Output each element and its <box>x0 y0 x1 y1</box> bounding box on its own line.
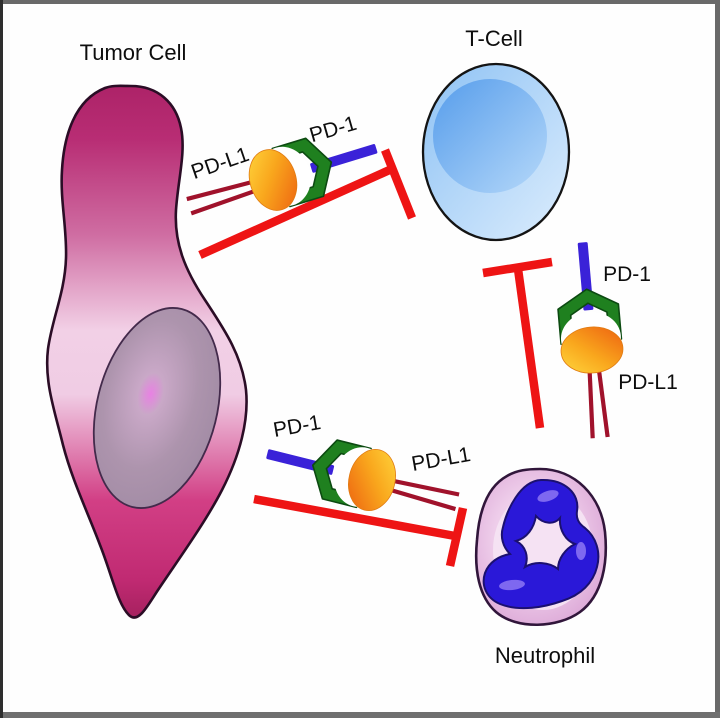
nucleus-highlight <box>499 579 525 591</box>
neutrophil-nucleus-lobes <box>482 478 600 610</box>
neutrophil-label: Neutrophil <box>495 643 595 668</box>
frame-top <box>0 0 720 4</box>
t-cell-label: T-Cell <box>465 26 522 51</box>
tumor-cell-label: Tumor Cell <box>80 40 187 65</box>
tumor-cell-nucleus <box>92 307 222 509</box>
t-cell-nucleus <box>433 79 547 193</box>
frame-left <box>0 0 3 718</box>
tumor-cell-group <box>45 84 248 619</box>
frame-right <box>715 0 720 718</box>
neutrophil-group <box>474 467 608 627</box>
inhibition-bar-tumor-to-neutrophil <box>445 507 468 567</box>
pd1-label-right: PD-1 <box>603 263 651 286</box>
nucleus-highlight <box>576 542 586 560</box>
inhibition-arrows <box>198 148 553 567</box>
t-cell-group <box>421 62 571 242</box>
inhibition-bar-tumor-to-tcell <box>381 148 416 220</box>
frame-bottom <box>0 712 720 718</box>
pdl1-label-right: PD-L1 <box>618 371 678 394</box>
inhibition-line-tumor-to-tcell <box>198 164 396 259</box>
inhibition-line-tumor-to-neutrophil <box>253 494 456 541</box>
inhibition-bar-neutrophil-to-tcell <box>482 257 553 278</box>
inhibition-line-neutrophil-to-tcell <box>513 268 545 429</box>
nucleus-highlight <box>537 490 559 502</box>
